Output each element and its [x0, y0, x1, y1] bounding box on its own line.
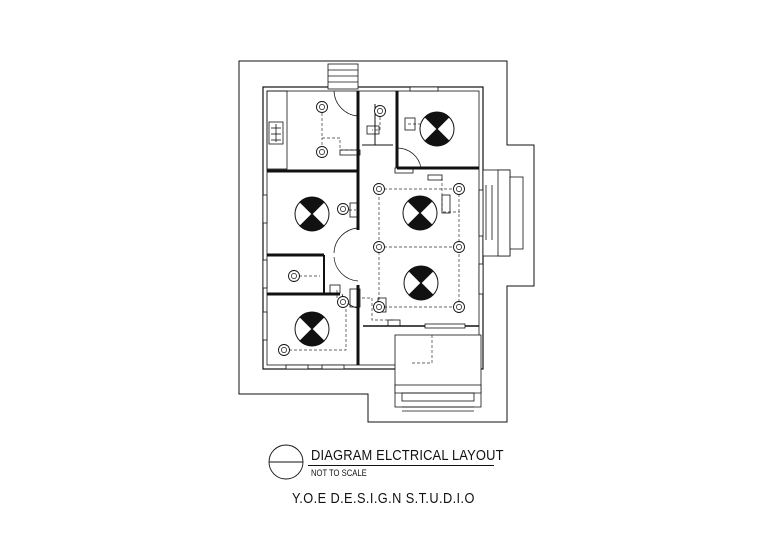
switch-icon: [441, 194, 451, 214]
switch-icon: [394, 167, 414, 174]
light-point-icon: [288, 270, 300, 282]
switch-icon: [427, 174, 443, 181]
windows: [262, 86, 484, 370]
switch-icon: [349, 202, 359, 218]
drawing-title-block: DIAGRAM ELCTRICAL LAYOUT NOT TO SCALE Y.…: [268, 444, 508, 524]
light-point-icon: [374, 105, 386, 117]
light-point-icon: [278, 344, 290, 356]
front-porch: [394, 334, 482, 412]
ceiling-fan-icon: [402, 195, 438, 231]
title-underline: [308, 465, 494, 466]
light-point-icon: [373, 241, 385, 253]
ceiling-fan-icon: [294, 311, 330, 347]
kitchen-counter: [266, 90, 288, 170]
light-point-icon: [316, 146, 328, 158]
light-point-icon: [453, 301, 465, 313]
drawing-scale-note: NOT TO SCALE: [311, 468, 367, 478]
switch-icon: [339, 149, 361, 156]
light-point-icon: [373, 183, 385, 195]
switch-icon: [366, 125, 380, 135]
switch-icon: [329, 284, 341, 294]
studio-name: Y.O.E D.E.S.I.G.N S.T.U.D.I.O: [292, 490, 475, 507]
ceiling-fan-icon: [419, 111, 455, 147]
light-point-icon: [453, 183, 465, 195]
porch-steps-right: [482, 169, 524, 257]
light-point-icon: [373, 301, 385, 313]
entry-steps-top: [327, 63, 359, 90]
light-point-icon: [337, 203, 349, 215]
title-symbol-icon: [268, 444, 304, 480]
site-boundary: [238, 60, 535, 423]
switch-icon: [387, 319, 401, 327]
light-point-icon: [337, 296, 349, 308]
light-point-icon: [316, 101, 328, 113]
switch-icon: [349, 288, 361, 308]
ceiling-fan-icon: [294, 196, 330, 232]
light-point-icon: [453, 241, 465, 253]
ceiling-fan-icon: [403, 265, 439, 301]
switch-icon: [404, 117, 416, 131]
drawing-title: DIAGRAM ELCTRICAL LAYOUT: [311, 447, 504, 464]
